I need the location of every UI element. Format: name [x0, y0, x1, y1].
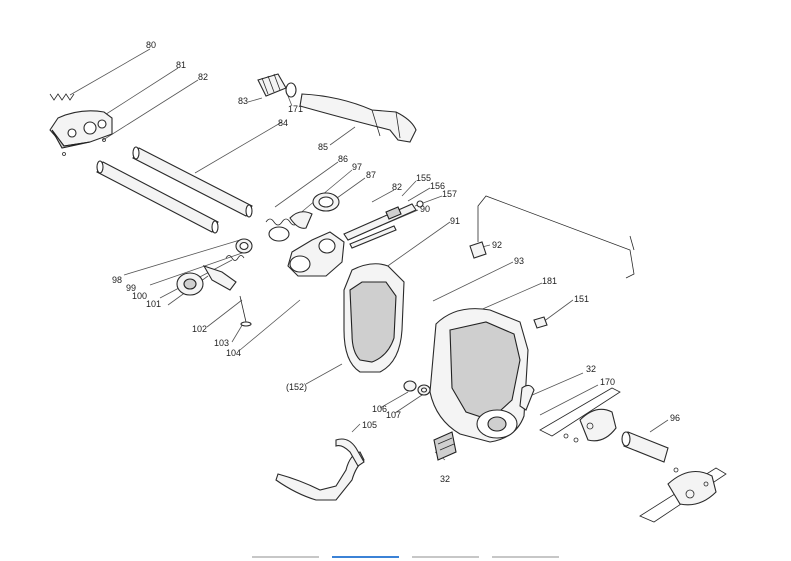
callout-96: 96	[670, 413, 680, 423]
part-82-shaft	[343, 200, 424, 241]
leader-lines	[69, 48, 669, 461]
callout-91: 91	[450, 216, 460, 226]
part-90-pin	[349, 225, 397, 249]
callout-83: 83	[238, 96, 248, 106]
callout-156: 156	[430, 181, 445, 191]
part-107-washer	[417, 384, 431, 396]
callout-155: 155	[416, 173, 431, 183]
part-106-washer	[403, 380, 417, 392]
callout-97: 97	[352, 162, 362, 172]
part-98-collar	[235, 238, 253, 254]
part-83-hose-coupling	[257, 73, 297, 98]
part-105-handle	[275, 438, 365, 501]
part-80-spring	[49, 93, 75, 101]
callout-157: 157	[442, 189, 457, 199]
part-181-housing	[429, 308, 529, 443]
callout-106: 106	[372, 404, 387, 414]
page-tab-3[interactable]	[412, 556, 479, 558]
callout-171: 171	[288, 104, 303, 114]
callout-87: 87	[366, 170, 376, 180]
callout-152: (152)	[286, 382, 307, 392]
part-101-gear	[176, 272, 204, 296]
callout-32: 32	[440, 474, 450, 484]
part-103-bolt	[239, 295, 252, 327]
callout-170: 170	[600, 377, 615, 387]
callout-105: 105	[362, 420, 377, 430]
callout-90: 90	[420, 204, 430, 214]
callout-181: 181	[542, 276, 557, 286]
page-tab-1[interactable]	[252, 556, 319, 558]
callout-100: 100	[132, 291, 147, 301]
callout-81: 81	[176, 60, 186, 70]
part-base-plate	[639, 467, 727, 523]
part-170-plate-set	[539, 387, 621, 443]
part-92-rod	[469, 195, 635, 279]
callout-99: 99	[126, 283, 136, 293]
part-84-tube-upper	[132, 146, 253, 218]
callout-labels: 80 81 82 83 171 84 85 86 97 87 82 155 15…	[112, 40, 680, 484]
callout-101: 101	[146, 299, 161, 309]
part-96-pipe	[621, 431, 669, 463]
callout-103: 103	[214, 338, 229, 348]
callout-32: 32	[586, 364, 596, 374]
part-99-spring-small	[225, 255, 245, 261]
part-81-end-bracket	[49, 110, 113, 156]
callout-82: 82	[392, 182, 402, 192]
part-87-bushing	[312, 192, 340, 212]
callout-107: 107	[386, 410, 401, 420]
part-32-clip-upper	[519, 384, 535, 411]
part-84-tube-lower	[96, 160, 219, 234]
callout-86: 86	[338, 154, 348, 164]
part-86-spring-coil	[265, 218, 299, 242]
callout-98: 98	[112, 275, 122, 285]
part-main-bracket	[287, 231, 345, 277]
part-91-cover	[343, 263, 405, 373]
page-tab-2[interactable]	[332, 556, 399, 558]
callout-84: 84	[278, 118, 288, 128]
callout-92: 92	[492, 240, 502, 250]
part-97-half-ring	[289, 211, 313, 229]
part-32-clip-lower	[433, 431, 457, 461]
part-100-lever	[202, 265, 237, 291]
callout-82: 82	[198, 72, 208, 82]
part-85-suction-hose	[299, 93, 417, 143]
callout-85: 85	[318, 142, 328, 152]
callout-102: 102	[192, 324, 207, 334]
callout-151: 151	[574, 294, 589, 304]
callout-80: 80	[146, 40, 156, 50]
callout-104: 104	[226, 348, 241, 358]
callout-93: 93	[514, 256, 524, 266]
page-tab-4[interactable]	[492, 556, 559, 558]
part-151-clip	[533, 316, 548, 329]
